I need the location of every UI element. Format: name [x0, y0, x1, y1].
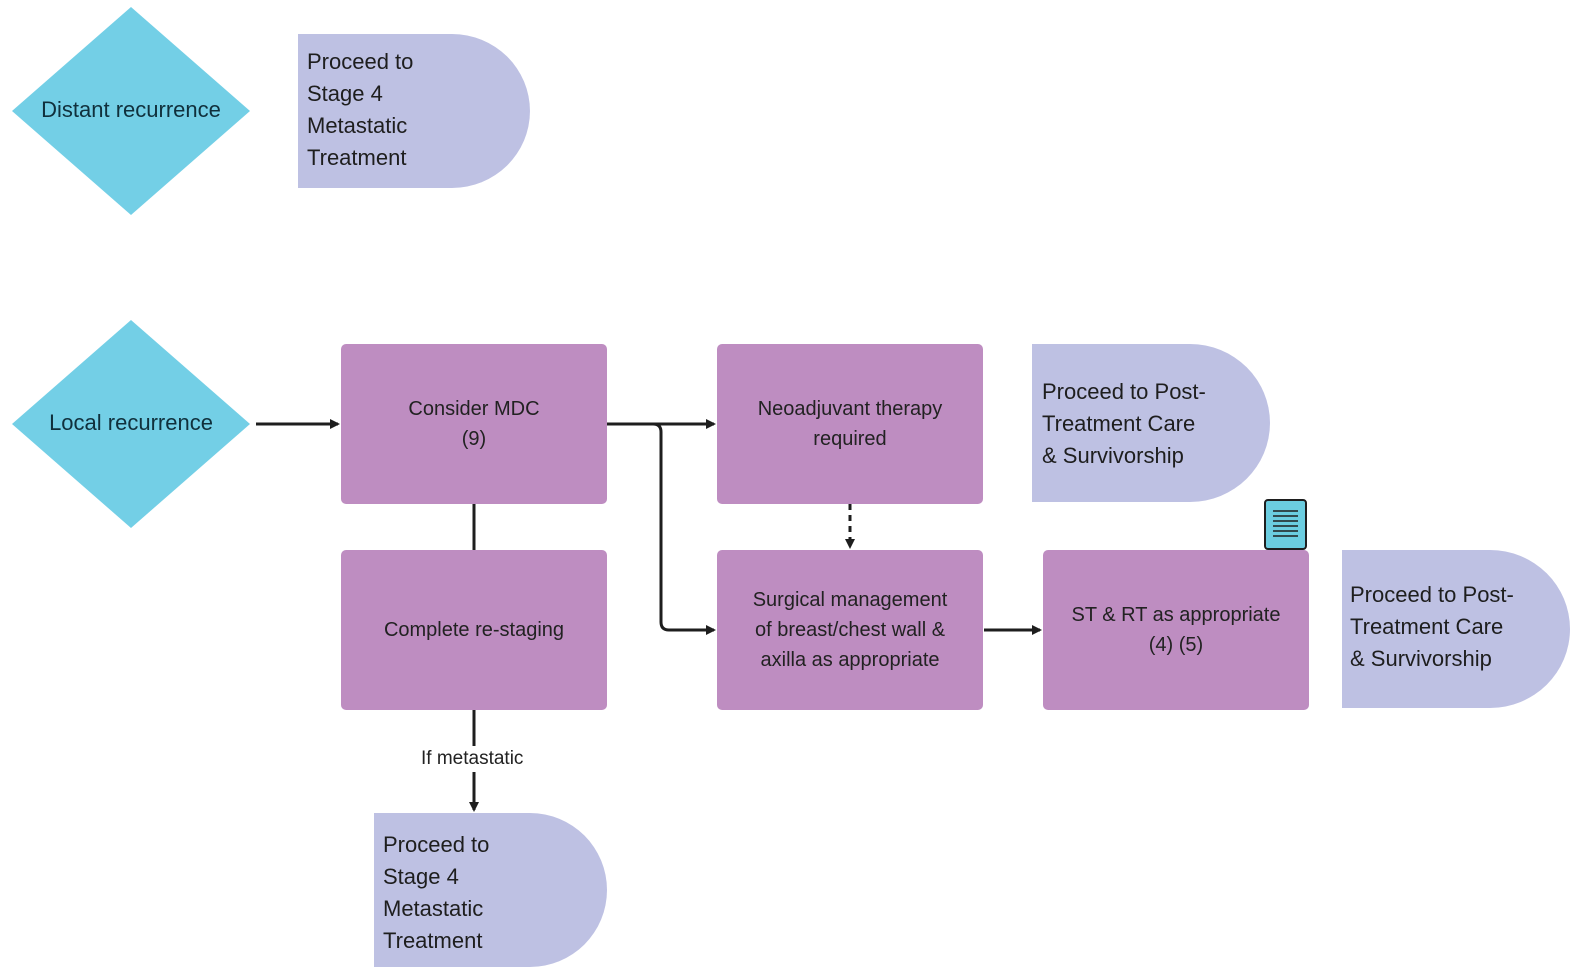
- edge-mdc-to-surgical: [607, 422, 716, 635]
- complete-restaging-box[interactable]: Complete re-staging: [341, 550, 607, 710]
- terminal-stage4-top-label: Proceed to Stage 4 Metastatic Treatment: [307, 49, 414, 170]
- terminal-post-treatment-2-shape[interactable]: [1342, 550, 1570, 708]
- surgical-management-label: Surgical management of breast/chest wall…: [752, 589, 948, 671]
- terminal-post-treatment-2-label: Proceed to Post- Treatment Care & Surviv…: [1350, 582, 1514, 671]
- surgical-management-box[interactable]: Surgical management of breast/chest wall…: [717, 550, 983, 710]
- distant-recurrence-diamond[interactable]: [12, 7, 250, 215]
- consider-mdc-label: Consider MDC (9): [408, 398, 540, 450]
- neoadjuvant-therapy-label: Neoadjuvant therapy required: [757, 398, 943, 450]
- st-rt-label: ST & RT as appropriate (4) (5): [1071, 604, 1281, 656]
- distant-recurrence-label: Distant recurrence: [41, 97, 221, 122]
- if-metastatic-label: If metastatic: [417, 746, 528, 772]
- neoadjuvant-therapy-box[interactable]: Neoadjuvant therapy required: [717, 344, 983, 504]
- terminal-post-treatment-1-label: Proceed to Post- Treatment Care & Surviv…: [1042, 379, 1206, 468]
- terminal-stage4-top-shape[interactable]: [298, 34, 530, 188]
- terminal-post-treatment-1-shape[interactable]: [1032, 344, 1270, 502]
- st-rt-box[interactable]: ST & RT as appropriate (4) (5): [1043, 550, 1309, 710]
- complete-restaging-label: Complete re-staging: [383, 619, 565, 641]
- document-note-icon[interactable]: [1264, 499, 1307, 550]
- local-recurrence-label: Local recurrence: [49, 410, 213, 435]
- consider-mdc-box[interactable]: Consider MDC (9): [341, 344, 607, 504]
- terminal-stage4-bottom-shape[interactable]: [374, 813, 607, 967]
- local-recurrence-diamond[interactable]: [12, 320, 250, 528]
- terminal-stage4-bottom-label: Proceed to Stage 4 Metastatic Treatment: [383, 832, 490, 953]
